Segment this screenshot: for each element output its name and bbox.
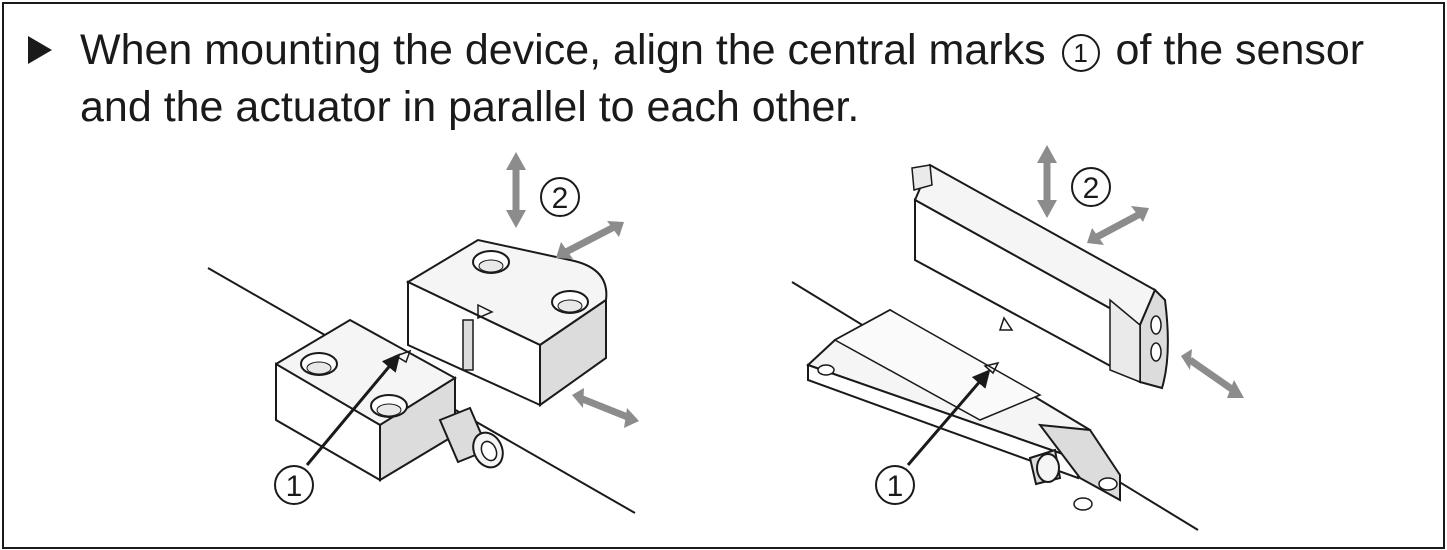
left-assembly: 1 2 [207, 152, 639, 514]
instruction-text: When mounting the device, align the cent… [52, 22, 1420, 136]
central-mark-pointer-left [305, 353, 401, 466]
instruction-text-before: When mounting the device, align the cent… [80, 26, 1046, 74]
callout-2-right-circle [1071, 167, 1111, 207]
sensor-block-left [275, 318, 504, 482]
callout-2-left-circle [540, 177, 580, 217]
instruction-step: When mounting the device, align the cent… [4, 22, 1443, 136]
actuator-bar-right [911, 163, 1169, 390]
longitudinal-movement-arrow-right [1188, 357, 1238, 395]
sensor-connector-left [438, 406, 504, 469]
callout-1-left: 1 [286, 470, 303, 503]
lateral-movement-arrow-left [562, 222, 618, 257]
callout-1-right-circle [875, 465, 915, 505]
actuator-block-left [405, 238, 608, 407]
longitudinal-movement-arrow-left [578, 394, 632, 422]
central-mark-pointer-right [906, 369, 991, 466]
lateral-movement-arrow-right [1093, 210, 1142, 242]
sensor-connector-right [1028, 448, 1062, 486]
callout-1-right: 1 [887, 470, 904, 503]
central-mark-callout-inline: 1 [1061, 34, 1100, 72]
instruction-text-after: of the sensor and the actuator in parall… [80, 26, 1365, 131]
right-assembly: 1 2 [791, 145, 1244, 531]
bullet-triangle-icon [4, 22, 52, 136]
callout-1-left-circle [274, 465, 314, 505]
callout-2-left: 2 [552, 182, 569, 215]
callout-2-right: 2 [1083, 172, 1100, 205]
